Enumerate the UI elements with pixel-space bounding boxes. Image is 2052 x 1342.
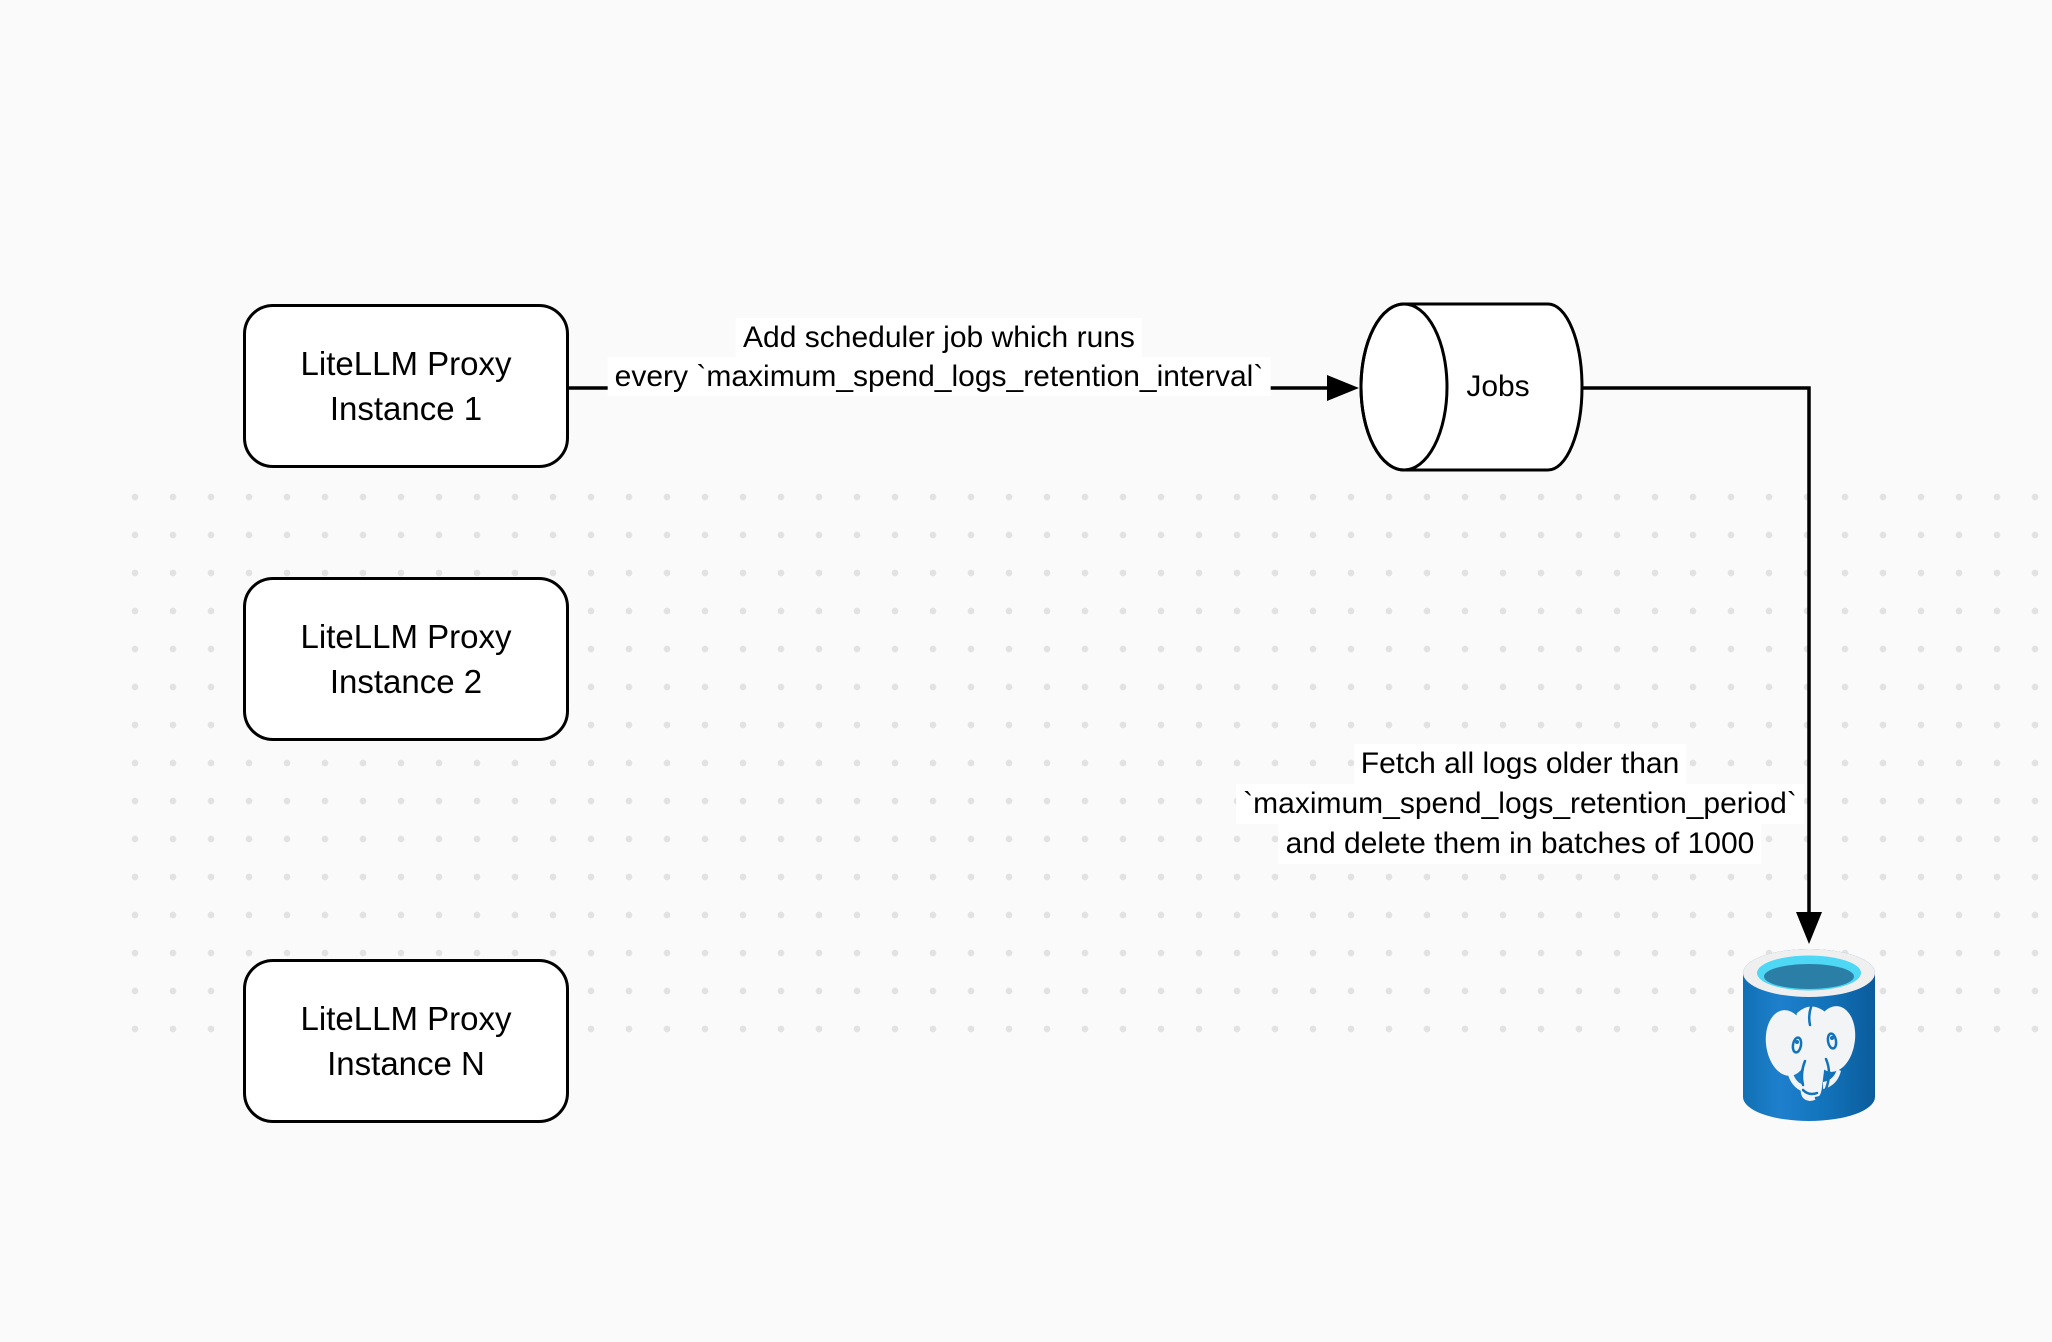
node-label-line1: LiteLLM Proxy bbox=[300, 345, 512, 382]
node-label-line2: Instance 1 bbox=[329, 390, 483, 427]
arrow-jobs-to-database bbox=[1582, 386, 1811, 912]
node-label-line2: Instance 2 bbox=[329, 663, 483, 700]
postgres-opening bbox=[1743, 949, 1875, 997]
node-litellm-proxy-instance-2: LiteLLM Proxy Instance 2 bbox=[243, 577, 569, 741]
node-label-line1: LiteLLM Proxy bbox=[300, 1000, 512, 1037]
postgresql-icon bbox=[1743, 949, 1875, 1121]
arrowhead-proxy-to-jobs-icon bbox=[1327, 375, 1359, 401]
edge-label-scheduler-line1: Add scheduler job which runs bbox=[608, 318, 1271, 357]
node-jobs-label: Jobs bbox=[1466, 370, 1530, 403]
postgres-elephant-glyph bbox=[1765, 1005, 1856, 1101]
node-litellm-proxy-instance-1: LiteLLM Proxy Instance 1 bbox=[243, 304, 569, 468]
dot-grid-background bbox=[116, 478, 2052, 1048]
edge-label-fetch-line1: Fetch all logs older than bbox=[1236, 744, 1804, 784]
edge-label-fetch-line3: and delete them in batches of 1000 bbox=[1236, 824, 1804, 864]
edge-label-scheduler-line2: every `maximum_spend_logs_retention_inte… bbox=[607, 357, 1271, 396]
node-litellm-proxy-instance-n: LiteLLM Proxy Instance N bbox=[243, 959, 569, 1123]
node-label-line1: LiteLLM Proxy bbox=[300, 618, 512, 655]
edge-label-scheduler: Add scheduler job which runs every `maxi… bbox=[607, 318, 1271, 396]
edge-label-fetch-delete: Fetch all logs older than `maximum_spend… bbox=[1236, 744, 1804, 864]
node-label-line2: Instance N bbox=[327, 1045, 485, 1082]
edge-label-fetch-line2: `maximum_spend_logs_retention_period` bbox=[1236, 784, 1804, 824]
arrowhead-jobs-to-database-icon bbox=[1796, 912, 1822, 944]
jobs-cylinder-rim bbox=[1359, 302, 1449, 472]
